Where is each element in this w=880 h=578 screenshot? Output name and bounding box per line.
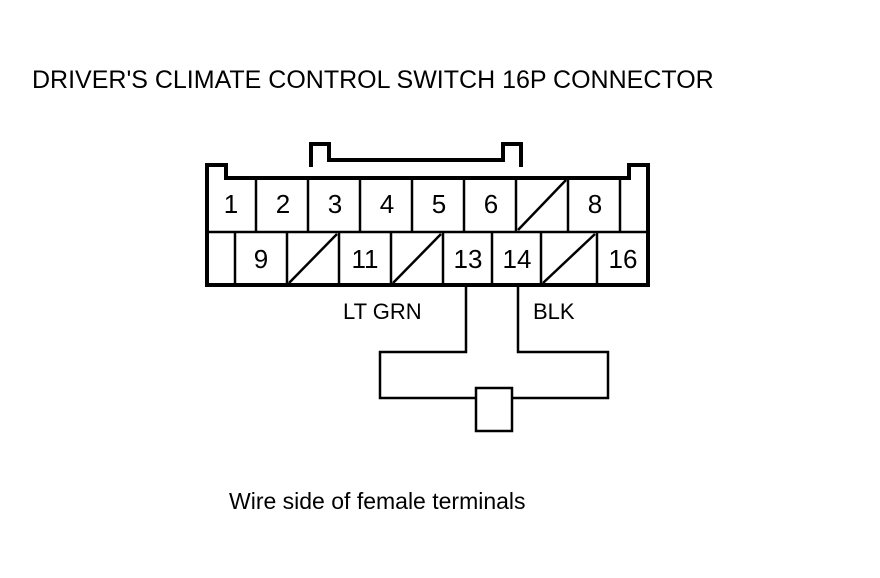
connector-bottom-row: 9 11 13 14 16 [233,232,638,285]
bulb-symbol [474,386,514,433]
pin-label-6: 6 [484,189,498,219]
diagram-caption: Wire side of female terminals [229,488,526,514]
wire-label-lt-grn: LT GRN [343,299,422,324]
connector-top-row: 1 2 3 4 5 6 8 [224,178,622,232]
pin-label-3: 3 [328,189,342,219]
pin-label-16: 16 [609,244,638,274]
wire-label-blk: BLK [533,299,575,324]
pin-label-5: 5 [432,189,446,219]
wire-path-lt-grn [378,285,476,400]
pin-label-14: 14 [503,244,532,274]
page-title: DRIVER'S CLIMATE CONTROL SWITCH 16P CONN… [32,66,714,94]
pin-label-11: 11 [352,244,379,274]
pin-label-9: 9 [254,244,268,274]
wire-path-blk [512,285,610,400]
unused-terminal-slash [517,179,567,231]
unused-terminal-slash [542,233,596,284]
connector-locking-tab [309,142,523,167]
pin-label-2: 2 [276,189,290,219]
unused-terminal-slash [392,233,442,284]
pin-label-13: 13 [454,244,483,274]
pin-label-4: 4 [380,189,394,219]
pin-label-1: 1 [224,189,238,219]
unused-terminal-slash [288,233,338,284]
connector-shell [205,163,650,287]
pin-label-8: 8 [588,189,602,219]
